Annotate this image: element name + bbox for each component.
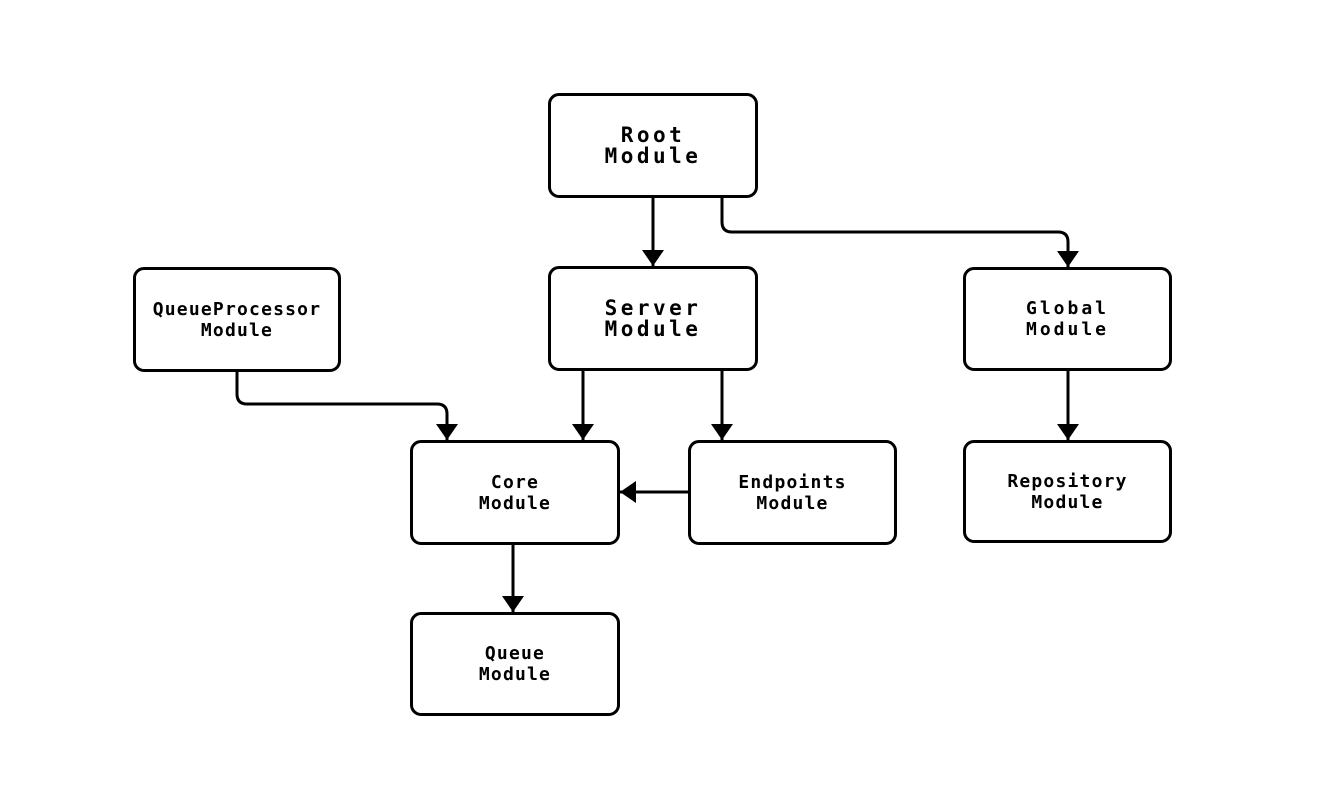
node-root: Root Module — [548, 93, 758, 198]
node-label: QueueProcessor Module — [152, 298, 322, 341]
node-queue: Queue Module — [410, 612, 620, 716]
edge-queue-processor-to-core — [235, 372, 458, 440]
node-label: Global Module — [1025, 298, 1110, 340]
node-label: Repository Module — [1007, 470, 1128, 513]
node-label: Server Module — [604, 295, 702, 341]
node-server: Server Module — [548, 266, 758, 371]
node-endpoints: Endpoints Module — [688, 440, 897, 545]
node-label: Root Module — [604, 122, 702, 168]
node-core: Core Module — [410, 440, 620, 545]
edge-root-to-global — [720, 198, 1079, 267]
node-global: Global Module — [963, 267, 1172, 371]
node-label: Core Module — [478, 471, 552, 514]
node-label: Endpoints Module — [738, 471, 847, 514]
node-label: Queue Module — [478, 643, 552, 685]
node-queue-processor: QueueProcessor Module — [133, 267, 341, 372]
node-repository: Repository Module — [963, 440, 1172, 543]
